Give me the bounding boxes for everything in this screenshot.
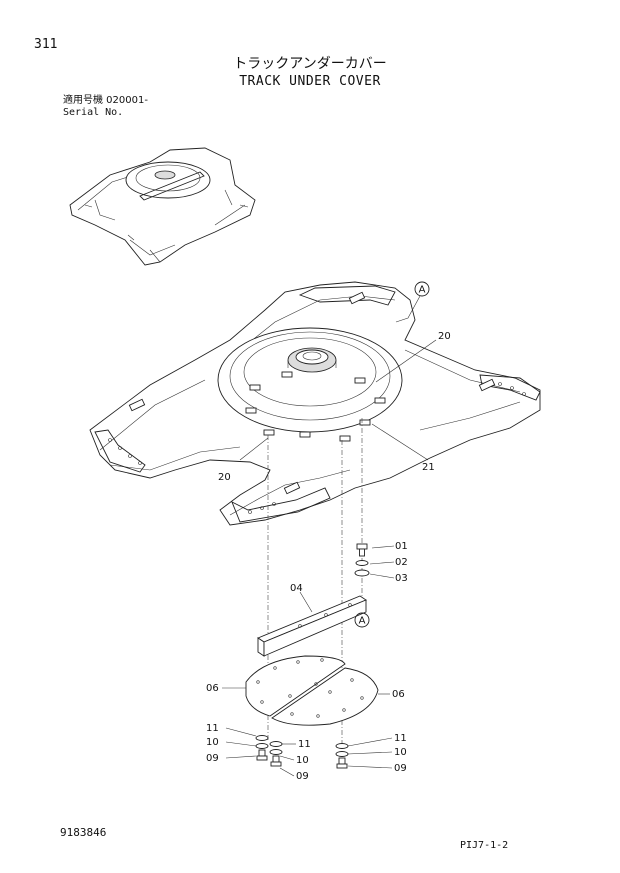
callout-10-right: 10 [394, 747, 407, 758]
callout-11-left: 11 [206, 723, 219, 734]
hardware-set-right [335, 743, 349, 769]
callout-03: 03 [395, 573, 408, 584]
callout-20-upper: 20 [438, 331, 451, 342]
cover-06-right [271, 667, 379, 726]
hardware-set-left [255, 735, 269, 761]
callout-20-lower: 20 [218, 472, 231, 483]
page-reference: PIJ7-1-2 [460, 840, 509, 851]
callout-06-left: 06 [206, 683, 219, 694]
ref-a-circle-top [414, 281, 430, 297]
callout-09-left: 09 [206, 753, 219, 764]
callout-04: 04 [290, 583, 303, 594]
callout-21: 21 [422, 462, 435, 473]
serial-label-japanese: 適用号機 020001- [63, 95, 148, 106]
ref-a-circle-lower [354, 612, 370, 628]
page-number: 311 [34, 37, 58, 52]
bolt-01 [356, 543, 368, 557]
bracket-04 [257, 595, 367, 657]
callout-01: 01 [395, 541, 408, 552]
washer-03 [354, 569, 370, 577]
ref-a-top-label: A [419, 285, 426, 296]
leader-lines [222, 295, 437, 777]
ref-a-lower-label: A [359, 616, 366, 627]
document-number: 9183846 [60, 826, 107, 839]
hardware-set-mid [269, 741, 283, 767]
callout-06-right: 06 [392, 689, 405, 700]
callout-11-right: 11 [394, 733, 407, 744]
title-japanese: トラックアンダーカバー [233, 56, 387, 72]
serial-label-english: Serial No. [63, 107, 124, 118]
callout-11-mid: 11 [298, 739, 311, 750]
washer-02 [355, 560, 369, 566]
callout-09-mid: 09 [296, 771, 309, 782]
callout-02: 02 [395, 557, 408, 568]
cover-06-left [245, 655, 346, 717]
overview-frame-drawing [69, 147, 256, 266]
main-frame-drawing [89, 281, 541, 526]
title-english: TRACK UNDER COVER [239, 74, 381, 89]
callout-10-left: 10 [206, 737, 219, 748]
callout-09-right: 09 [394, 763, 407, 774]
callout-10-mid: 10 [296, 755, 309, 766]
